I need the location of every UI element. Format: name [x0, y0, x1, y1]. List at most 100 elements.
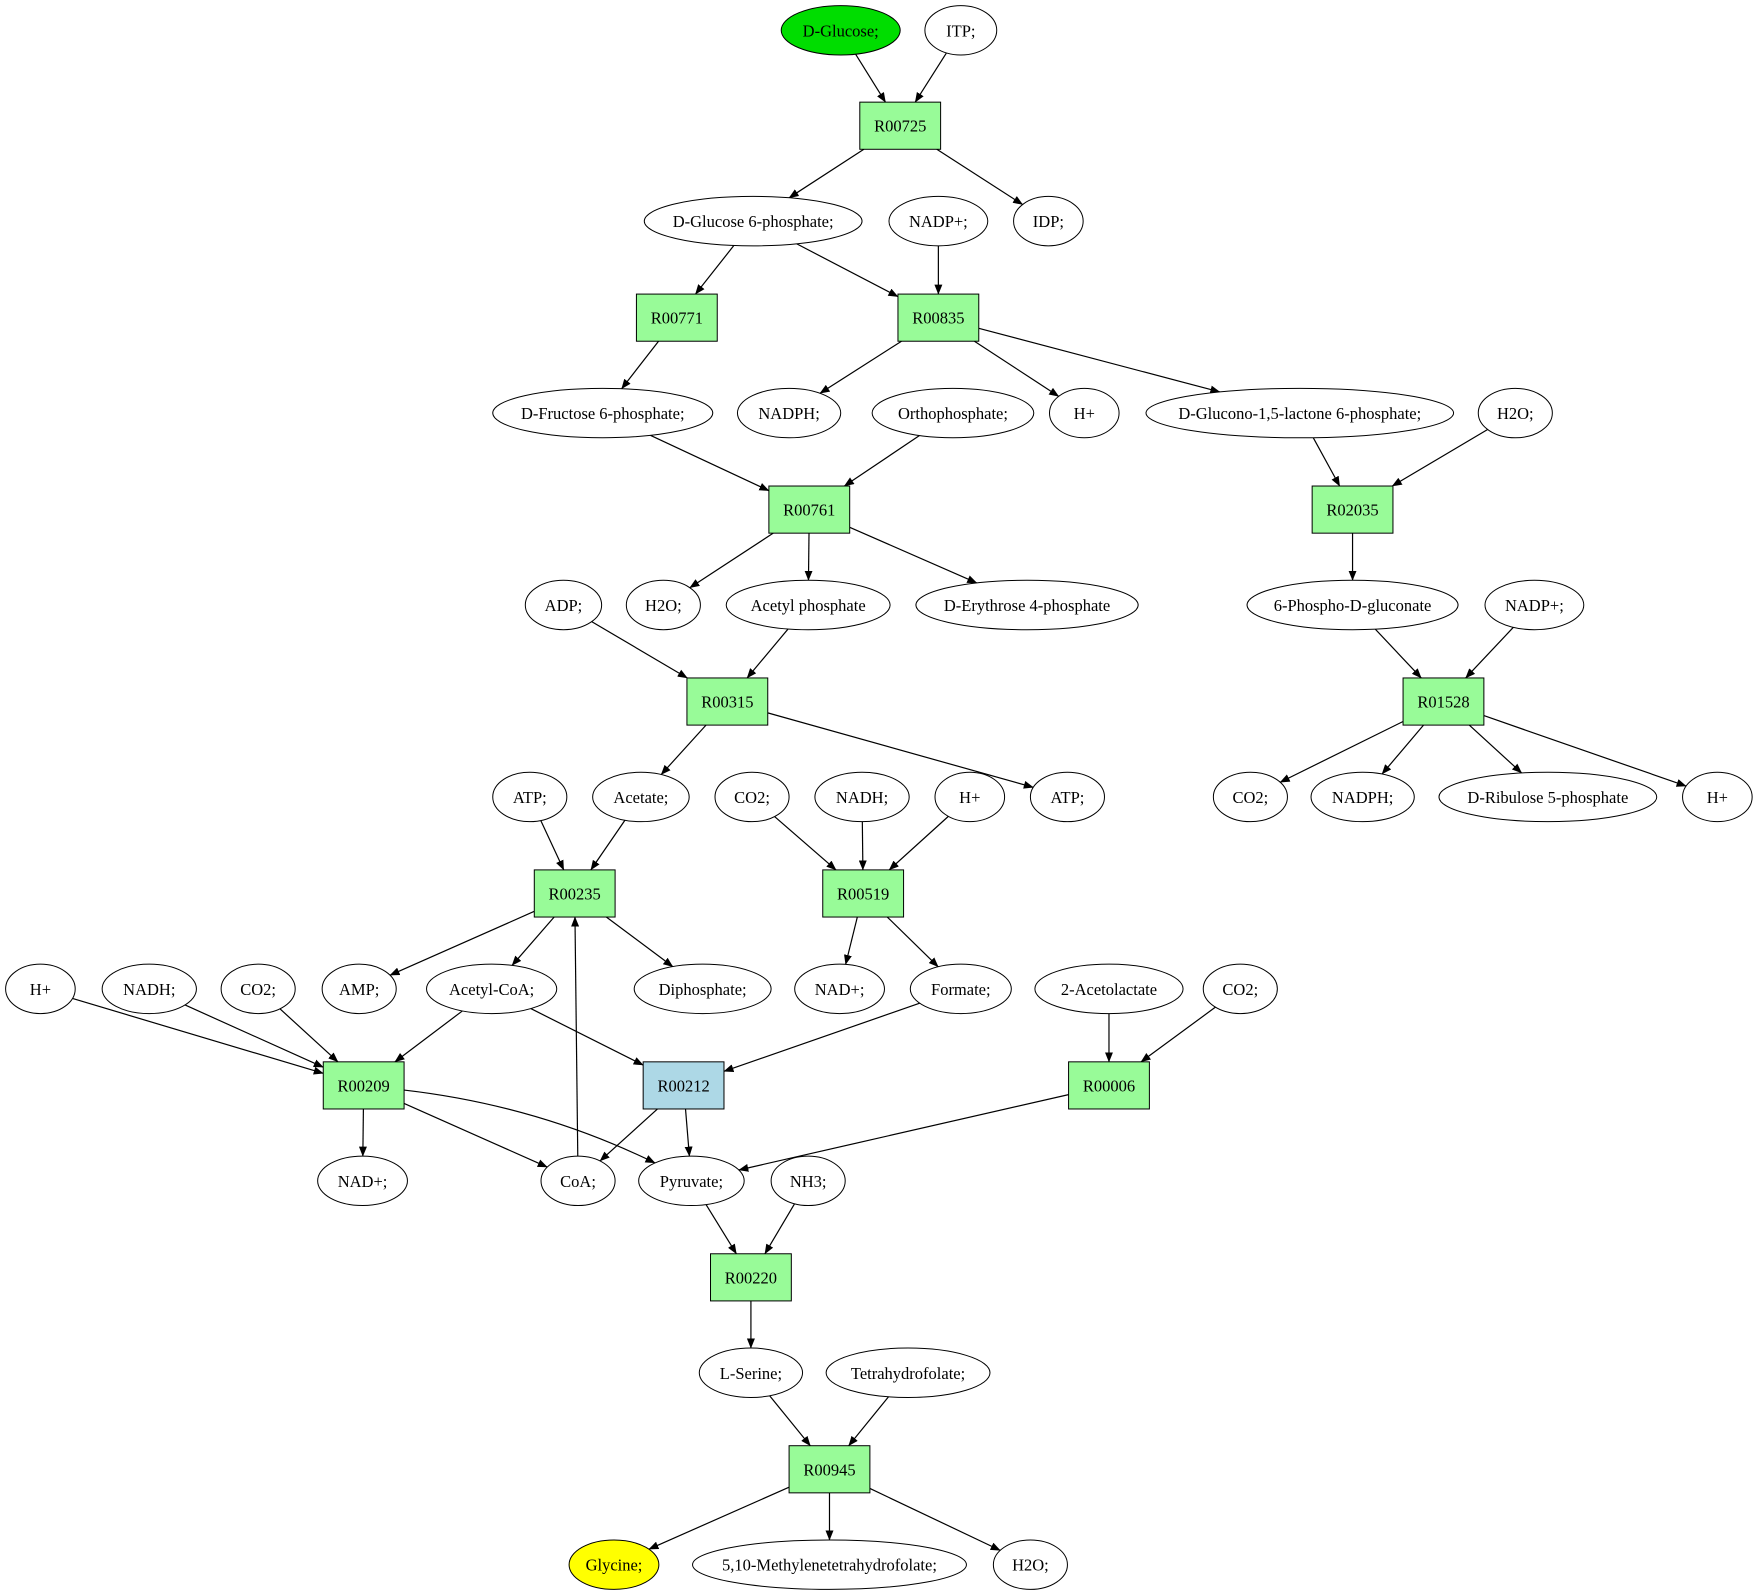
edge-formate-to-r00212: [723, 1002, 920, 1072]
compound-ellipse: [934, 771, 1006, 823]
edge-r00212-to-coa: [599, 1108, 658, 1162]
compound-label: NAD+;: [815, 980, 865, 999]
compound-ellipse: [1029, 771, 1105, 823]
compound-node-co2: CO2;: [1212, 771, 1288, 823]
compound-node-formate: Formate;: [909, 963, 1012, 1015]
compound-node-diphosphate: Diphosphate;: [633, 963, 772, 1015]
edge-r00235-to-amp: [389, 910, 535, 976]
compound-ellipse: [524, 579, 603, 631]
compound-ellipse: [492, 387, 714, 439]
compound-label: D-Ribulose 5-phosphate: [1467, 788, 1628, 807]
compound-ellipse: [825, 1347, 991, 1398]
compound-ellipse: [1484, 579, 1585, 631]
compound-label: Acetyl phosphate: [751, 596, 866, 615]
reaction-label: R00315: [701, 693, 753, 712]
compound-node-acetyl-coa: Acetyl-CoA;: [426, 963, 558, 1015]
compound-node-nh3: NH3;: [770, 1155, 846, 1207]
compound-node-orthophosphate: Orthophosphate;: [871, 387, 1035, 439]
edge-acetyl-phosphate-to-r00315: [746, 628, 789, 679]
compound-node-d-glucono-1-5-lactone-6-phosphate: D-Glucono-1,5-lactone 6-phosphate;: [1145, 387, 1455, 439]
edge-r00235-to-diphosphate: [605, 916, 674, 968]
compound-node-acetate: Acetate;: [592, 771, 690, 823]
reaction-label: R00771: [651, 309, 703, 328]
compound-label: ITP;: [946, 21, 975, 40]
compound-label: NAD+;: [338, 1172, 388, 1191]
edge-r01528-to-nadph: [1381, 724, 1424, 775]
compound-label: L-Serine;: [720, 1364, 782, 1383]
edge-r00835-to-h: [974, 340, 1060, 397]
compound-ellipse: [736, 387, 842, 439]
compound-node-nadp: NADP+;: [888, 195, 989, 247]
compound-label: IDP;: [1033, 212, 1064, 231]
compound-label: Orthophosphate;: [898, 404, 1008, 423]
compound-label: D-Erythrose 4-phosphate: [944, 596, 1110, 615]
compound-ellipse: [5, 963, 76, 1015]
compound-label: Acetyl-CoA;: [449, 980, 534, 999]
compound-ellipse: [426, 963, 558, 1015]
edge-orthophosphate-to-r00761: [843, 435, 920, 487]
reaction-node-r02035: R02035: [1311, 485, 1394, 534]
compound-ellipse: [1682, 771, 1753, 823]
compound-ellipse: [1034, 963, 1184, 1015]
edge-nadh-to-r00519: [858, 821, 867, 871]
compound-node-2-acetolactate: 2-Acetolactate: [1034, 963, 1184, 1015]
reaction-box: [897, 293, 980, 342]
compound-ellipse: [814, 771, 910, 823]
reaction-label: R00212: [657, 1076, 709, 1095]
edge-co2-to-r00209: [279, 1008, 339, 1063]
reaction-label: R02035: [1326, 501, 1378, 520]
edge-itp-to-r00725: [914, 52, 947, 103]
reaction-node-r00212: R00212: [642, 1061, 725, 1110]
edge-r00235-to-acetyl-coa: [511, 916, 555, 966]
compound-node-h2o: H2O;: [1477, 387, 1553, 439]
compound-node-d-erythrose-4-phosphate: D-Erythrose 4-phosphate: [915, 579, 1139, 631]
compound-label: ATP;: [513, 788, 547, 807]
compound-node-nadph: NADPH;: [1310, 771, 1415, 823]
edge-r00761-to-acetyl-phosphate: [804, 533, 813, 581]
compound-ellipse: [1477, 387, 1553, 439]
compound-node-itp: ITP;: [924, 5, 998, 56]
edge-r00209-to-nad: [358, 1108, 367, 1157]
compound-ellipse: [540, 1155, 616, 1207]
compound-ellipse: [725, 579, 891, 631]
compound-ellipse: [1438, 771, 1658, 823]
reaction-node-r00220: R00220: [710, 1253, 792, 1302]
compound-node-idp: IDP;: [1013, 195, 1084, 247]
reaction-node-r00209: R00209: [322, 1061, 405, 1110]
compound-label: 5,10-Methylenetetrahydrofolate;: [722, 1556, 937, 1575]
compound-node-pyruvate: Pyruvate;: [638, 1155, 745, 1207]
reaction-box: [642, 1061, 725, 1110]
compound-ellipse: [101, 963, 197, 1015]
compound-ellipse: [638, 1155, 745, 1207]
edge-r00519-to-nad: [844, 916, 858, 965]
compound-ellipse: [871, 387, 1035, 439]
compound-label: Tetrahydrofolate;: [851, 1364, 965, 1383]
edge-r00519-to-formate: [886, 916, 939, 968]
reaction-label: R01528: [1417, 693, 1469, 712]
compound-label: CO2;: [734, 788, 770, 807]
compound-node-h2o: H2O;: [625, 579, 701, 631]
edge-l-serine-to-r00945: [769, 1395, 811, 1447]
reaction-label: R00235: [549, 884, 601, 903]
edge-r01528-to-d-ribulose-5-phosphate: [1468, 724, 1523, 774]
compound-label: Formate;: [931, 980, 991, 999]
reaction-box: [1068, 1061, 1150, 1110]
compound-label: H+: [30, 980, 51, 999]
reaction-label: R00006: [1083, 1076, 1135, 1095]
compound-ellipse: [321, 963, 397, 1015]
compound-label: H2O;: [1497, 404, 1534, 423]
edge-d-glucose-to-r00725: [855, 53, 887, 103]
compound-label: CO2;: [1222, 980, 1258, 999]
edge-r00725-to-idp: [936, 148, 1024, 206]
compound-node-glycine: Glycine;: [568, 1539, 660, 1590]
edge-r00006-to-pyruvate: [738, 1094, 1069, 1172]
compound-ellipse: [592, 771, 690, 823]
reaction-label: R00220: [725, 1268, 777, 1287]
compound-node-co2: CO2;: [714, 771, 790, 823]
edge-nadp-to-r01528: [1465, 626, 1514, 679]
compound-label: Glycine;: [586, 1556, 643, 1575]
edge-nadh-to-r00209: [184, 1004, 324, 1068]
compound-node-co2: CO2;: [220, 963, 296, 1015]
compound-node-h: H+: [5, 963, 76, 1015]
